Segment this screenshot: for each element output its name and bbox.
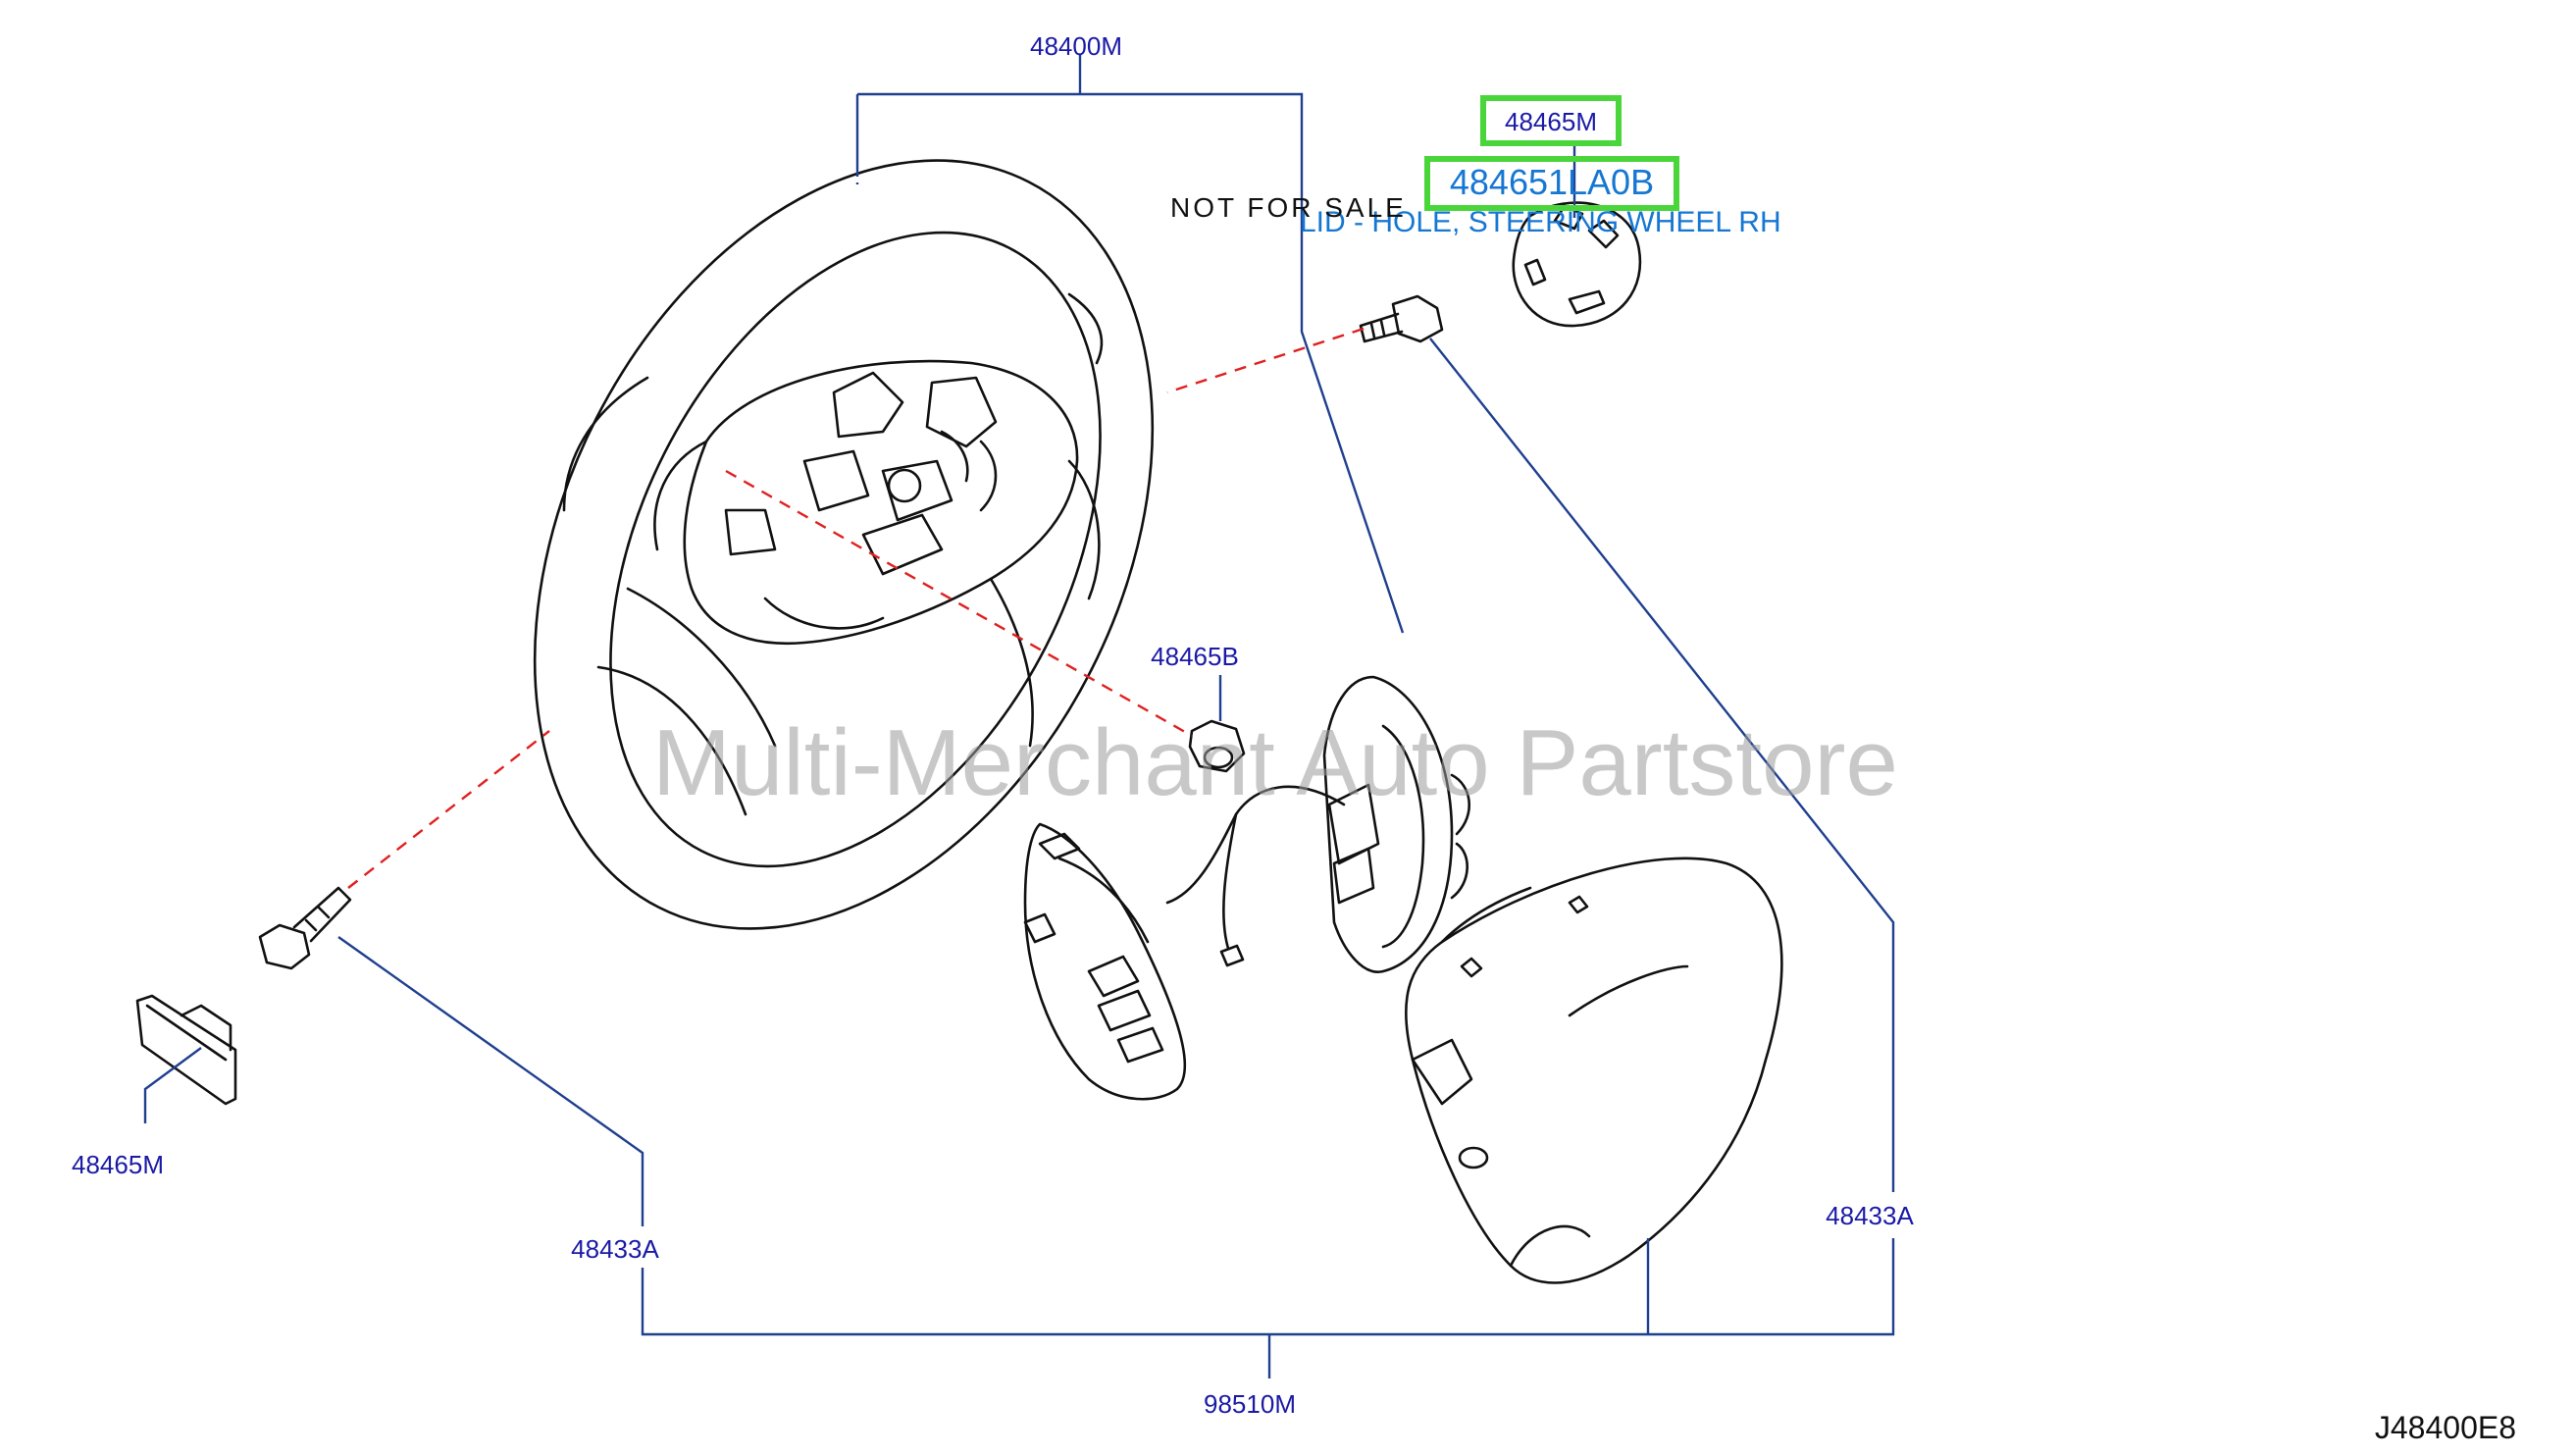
label-lid-description: LID - HOLE, STEERING WHEEL RH [1300, 206, 1781, 238]
airbag-module-drawing [1405, 857, 1783, 1284]
highlight-box-48465M [1480, 95, 1622, 146]
label-48433A-right[interactable]: 48433A [1826, 1201, 1914, 1230]
assembly-dashed-lines [347, 327, 1365, 889]
leader-lines [143, 54, 1895, 1378]
lid-left-drawing [135, 994, 237, 1106]
label-48433A-left[interactable]: 48433A [571, 1234, 659, 1264]
label-part-number-484651LA0B[interactable]: 484651LA0B [1450, 162, 1654, 202]
watermark-text: Multi-Merchant Auto Partstore [652, 710, 1898, 815]
label-48465M-left[interactable]: 48465M [72, 1150, 164, 1179]
bolt-top-drawing [1359, 294, 1444, 343]
label-48400M[interactable]: 48400M [1030, 31, 1122, 61]
switch-left-drawing [1023, 822, 1187, 1101]
label-98510M[interactable]: 98510M [1204, 1389, 1296, 1419]
nut-drawing [1188, 719, 1246, 773]
steering-wheel-drawing [533, 159, 1155, 930]
switch-right-drawing [1165, 675, 1470, 973]
label-not-for-sale: NOT FOR SALE [1170, 192, 1407, 223]
label-48465M-top[interactable]: 48465M [1505, 107, 1597, 136]
diagram-code: J48400E8 [2375, 1410, 2516, 1445]
highlight-box-part-number [1424, 156, 1679, 211]
label-48465B[interactable]: 48465B [1151, 642, 1239, 671]
bolt-left-drawing [258, 886, 352, 970]
